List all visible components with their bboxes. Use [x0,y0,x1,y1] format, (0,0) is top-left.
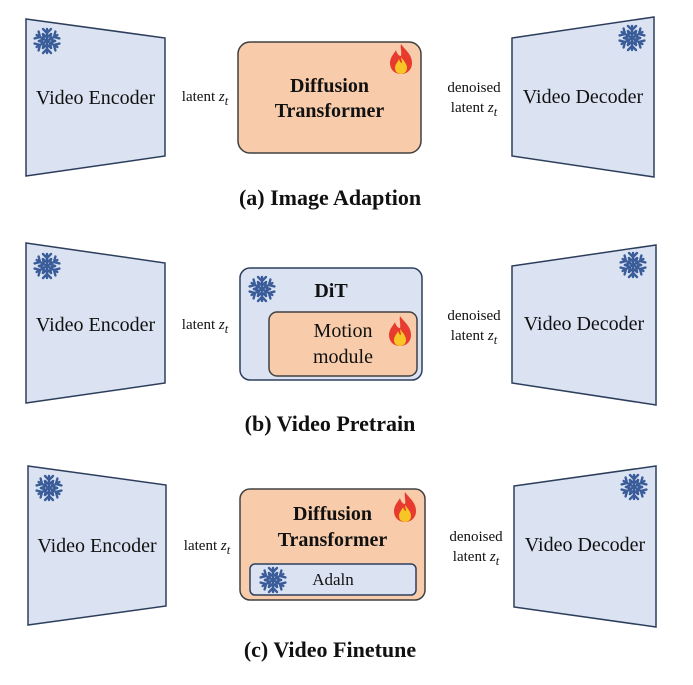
video-decoder-label: Video Decoder [523,313,645,335]
latent-label: latent zt [181,89,229,108]
denoised-latent-label: latent zt [452,549,500,568]
panel-b [25,242,657,406]
video-encoder-shape [25,18,166,177]
panel-a [25,16,655,178]
video-decoder-shape [511,244,657,406]
video-decoder-label: Video Decoder [524,534,646,556]
denoised-label: denoised [447,308,501,324]
video-encoder-shape [25,242,166,404]
video-encoder-shape [27,465,167,626]
snowflake-icon [35,29,60,53]
adaln-label: Adaln [312,570,354,589]
transformer-title-line2: Transformer [277,529,388,551]
motion-module-line2: module [313,346,373,368]
transformer-title-line2: Transformer [274,100,385,122]
snowflake-icon [37,476,62,500]
latent-label: latent zt [181,317,229,336]
dit-title: DiT [314,280,348,302]
snowflake-icon [621,253,646,277]
video-decoder-label: Video Decoder [522,86,644,108]
panel-caption: (c) Video Finetune [243,637,417,662]
motion-module-box [268,311,418,377]
video-decoder-shape [513,465,657,628]
denoised-label: denoised [449,529,503,545]
denoised-label: denoised [447,80,501,96]
video-decoder-shape [511,16,655,178]
transformer-title-line1: Diffusion [290,75,369,97]
diffusion-transformer-box [237,41,422,154]
snowflake-icon [261,568,286,592]
video-encoder-label: Video Encoder [35,87,156,109]
snowflake-icon [35,254,60,278]
video-encoder-label: Video Encoder [37,535,157,557]
transformer-title-line1: Diffusion [293,503,372,525]
panel-c [27,465,657,628]
denoised-latent-label: latent zt [450,100,498,119]
denoised-latent-label: latent zt [450,328,498,347]
snowflake-icon [622,475,647,499]
panel-caption: (b) Video Pretrain [244,411,416,436]
video-encoder-label: Video Encoder [35,314,156,336]
snowflake-icon [620,26,645,50]
adaln-box [249,563,417,596]
panel-caption: (a) Image Adaption [238,185,422,210]
motion-module-line1: Motion [313,320,373,342]
latent-label: latent zt [183,538,231,557]
